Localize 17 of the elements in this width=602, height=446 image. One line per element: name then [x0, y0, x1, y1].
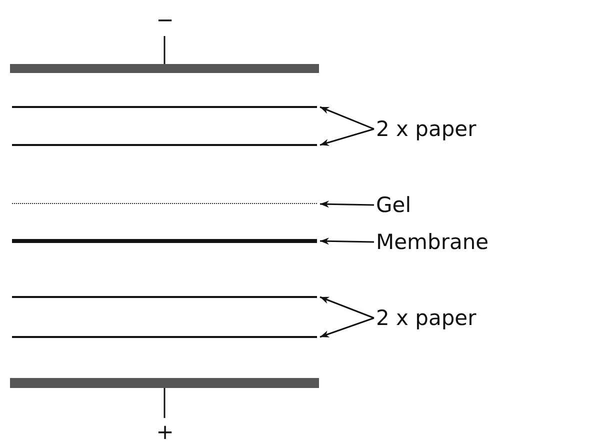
leader-arrow — [320, 317, 374, 338]
layer-label: 2 x paper — [376, 303, 506, 333]
electrode-polarity-sign: + — [153, 418, 177, 446]
wire — [164, 388, 166, 418]
electrode-plate — [10, 378, 319, 388]
leader-arrow — [320, 106, 374, 130]
leader-arrow — [320, 238, 374, 245]
leader-arrow — [320, 128, 374, 146]
layer-label: Gel — [376, 190, 426, 220]
membrane-layer — [12, 239, 317, 243]
leader-arrow — [320, 296, 374, 319]
layer-label: 2 x paper — [376, 114, 506, 144]
layer-label: Membrane — [376, 227, 496, 257]
wire — [164, 36, 166, 64]
leader-arrow — [320, 200, 374, 208]
electrode-polarity-sign: − — [153, 4, 177, 36]
electrode-plate — [10, 64, 319, 73]
